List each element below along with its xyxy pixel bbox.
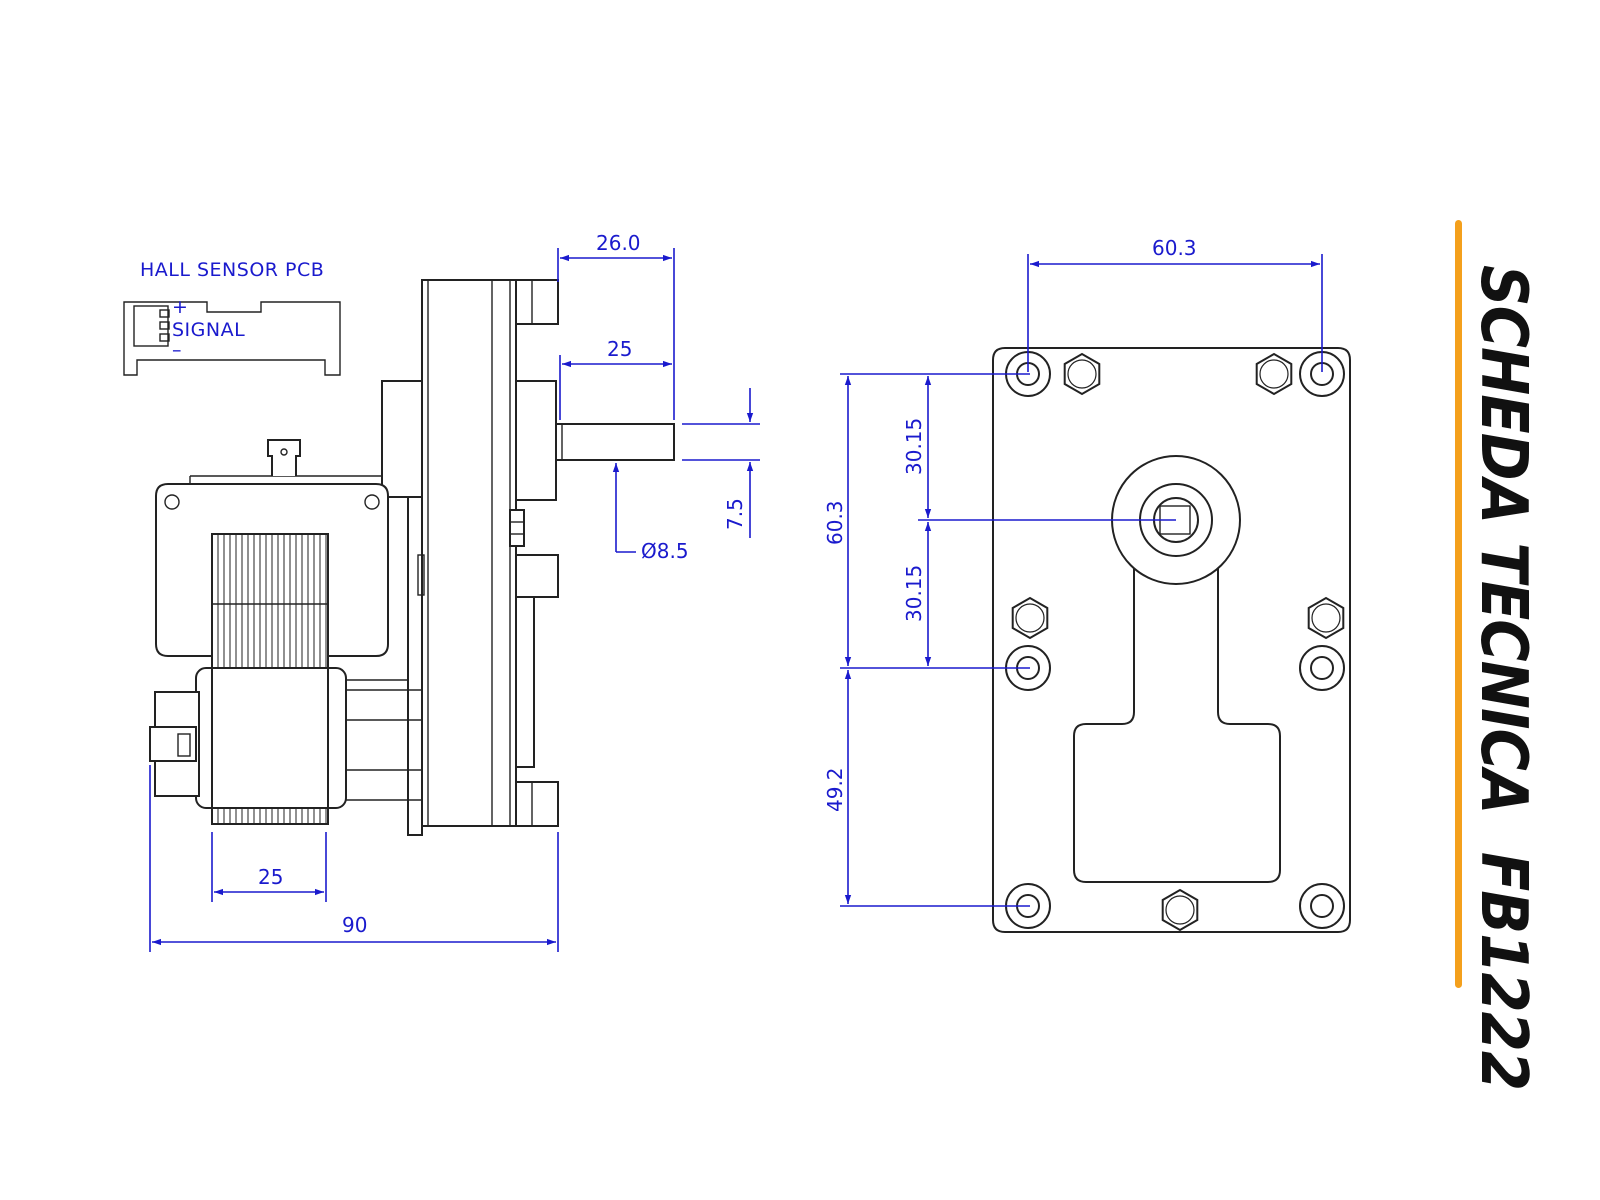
- gear-arm: [1073, 565, 1281, 883]
- hex-screw-head: [1165, 895, 1195, 925]
- dim-shaft-total: 26.0: [596, 231, 641, 255]
- side-view: HALL SENSOR PCB + SIGNAL –: [123, 231, 760, 952]
- pcb-outline: [123, 301, 341, 376]
- dim-overall-width: 90: [342, 913, 367, 937]
- hex-screw-head: [1015, 603, 1045, 633]
- pcb-connector: [133, 305, 169, 347]
- pcb-plus: +: [172, 296, 188, 318]
- pcb-label: HALL SENSOR PCB: [140, 259, 324, 281]
- hex-screw: [1161, 888, 1199, 932]
- hex-screw: [1307, 596, 1345, 640]
- hex-screw: [1011, 596, 1049, 640]
- dim-shaft-diameter: Ø8.5: [641, 539, 689, 563]
- output-shaft-side: [555, 423, 675, 461]
- dim-hole-spacing-h: 60.3: [1152, 236, 1197, 260]
- hex-screw: [1063, 352, 1101, 396]
- dim-bottom-offset: 49.2: [823, 767, 847, 812]
- front-dimensions: 60.3 60.3 30.15 30.15 49.2: [823, 236, 1323, 907]
- hex-screw: [1255, 352, 1293, 396]
- hex-screw-head: [1259, 359, 1289, 389]
- accent-bar: [1455, 220, 1462, 988]
- pcb-signal: SIGNAL: [172, 319, 245, 341]
- hall-sensor-pcb: HALL SENSOR PCB + SIGNAL –: [123, 259, 341, 376]
- gearbox-side: [381, 279, 559, 836]
- motor-side: [149, 439, 422, 825]
- dim-half-upper: 30.15: [902, 418, 926, 475]
- front-view: 60.3 60.3 30.15 30.15 49.2: [823, 236, 1351, 933]
- dim-shaft-flat: 7.5: [723, 498, 747, 530]
- front-plate: [992, 347, 1351, 933]
- hex-screws: [1011, 352, 1345, 932]
- page-title: SCHEDA TECNICA FB1222: [1466, 265, 1540, 1091]
- hex-screw-head: [1067, 359, 1097, 389]
- dim-shaft-length: 25: [607, 337, 632, 361]
- dim-hole-spacing-v: 60.3: [823, 500, 847, 545]
- side-dimensions: 26.0 25 7.5 Ø8.5 25 90: [149, 231, 760, 952]
- dim-half-lower: 30.15: [902, 565, 926, 622]
- dim-coil-width: 25: [258, 865, 283, 889]
- pcb-minus: –: [172, 339, 182, 361]
- hex-screw-head: [1311, 603, 1341, 633]
